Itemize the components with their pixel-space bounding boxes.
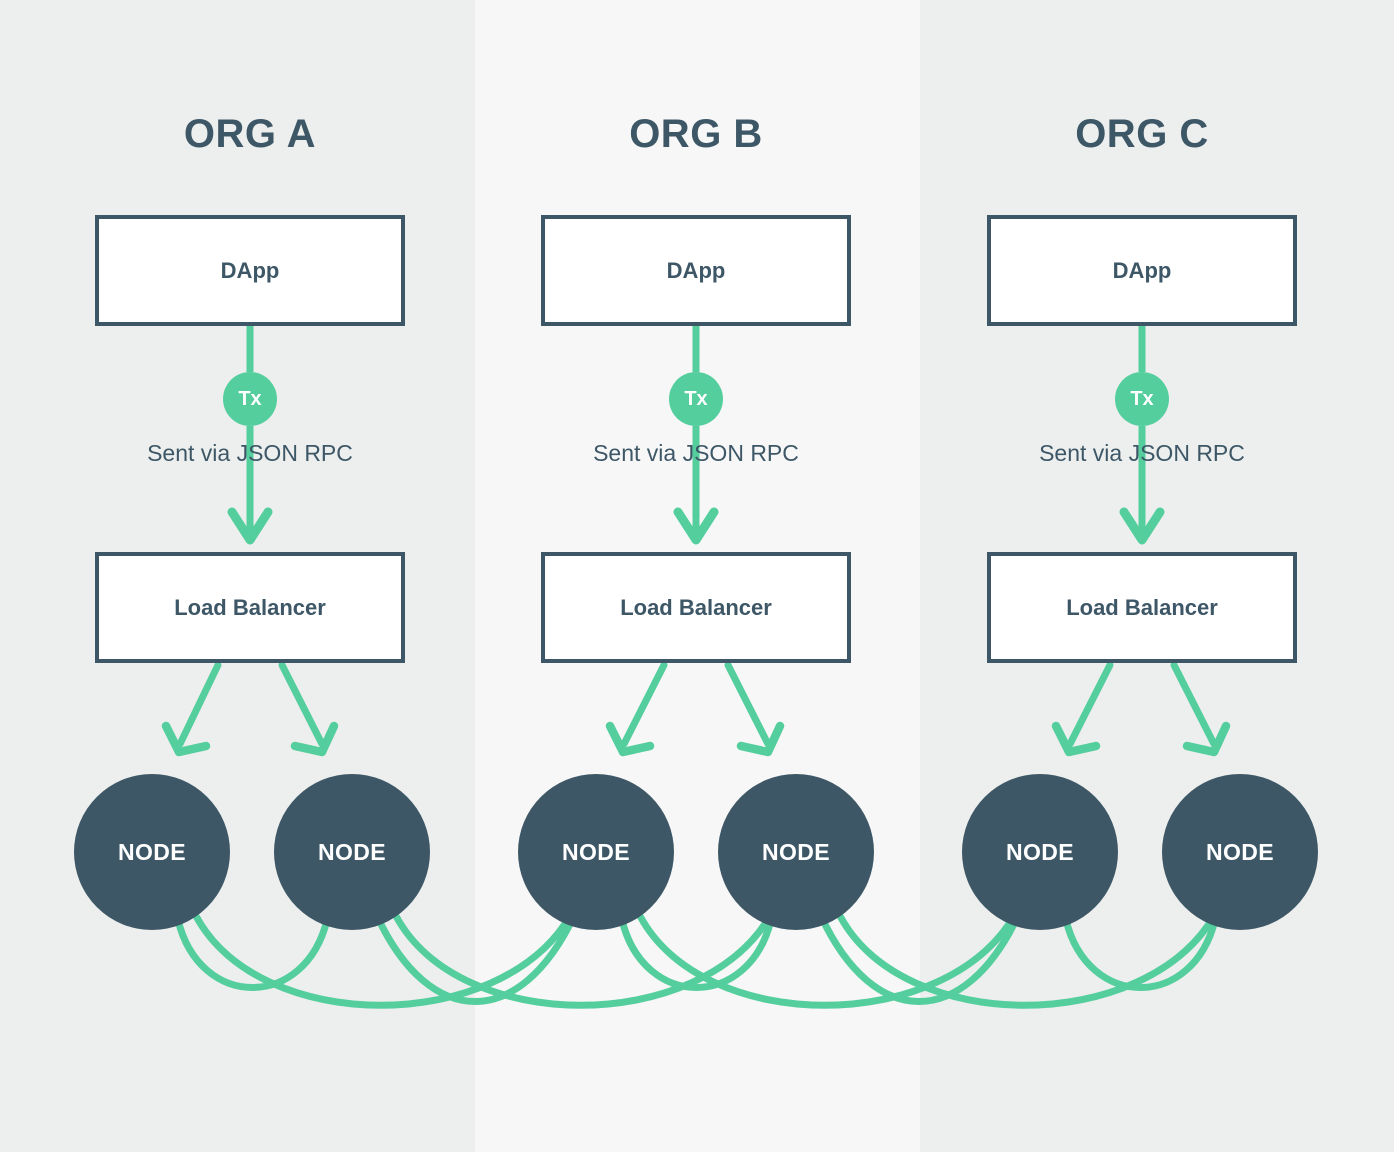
dapp-label: DApp [666, 257, 726, 283]
tx-label: Tx [684, 387, 708, 410]
node-circle-org-a-1[interactable]: NODE [74, 774, 230, 930]
tx-badge-org-a[interactable]: Tx [223, 372, 277, 426]
load-balancer-label: Load Balancer [1066, 594, 1218, 620]
dapp-label: DApp [1112, 257, 1172, 283]
org-title-b: ORG B [629, 112, 763, 156]
rpc-caption-org-b: Sent via JSON RPC [593, 440, 799, 466]
rpc-caption-org-a: Sent via JSON RPC [147, 440, 353, 466]
load-balancer-label: Load Balancer [620, 594, 772, 620]
node-circle-org-c-2[interactable]: NODE [1162, 774, 1318, 930]
dapp-box-org-a[interactable]: DApp [95, 215, 405, 326]
org-title-a: ORG A [183, 112, 317, 156]
rpc-caption-org-c: Sent via JSON RPC [1039, 440, 1245, 466]
load-balancer-box-org-a[interactable]: Load Balancer [95, 552, 405, 663]
node-label: NODE [761, 838, 831, 865]
node-label: NODE [1205, 838, 1275, 865]
node-circle-org-b-2[interactable]: NODE [718, 774, 874, 930]
node-label: NODE [317, 838, 387, 865]
dapp-box-org-c[interactable]: DApp [987, 215, 1297, 326]
org-title-c: ORG C [1075, 112, 1209, 156]
node-circle-org-b-1[interactable]: NODE [518, 774, 674, 930]
node-label: NODE [117, 838, 187, 865]
load-balancer-box-org-c[interactable]: Load Balancer [987, 552, 1297, 663]
dapp-box-org-b[interactable]: DApp [541, 215, 851, 326]
tx-label: Tx [238, 387, 262, 410]
node-label: NODE [1005, 838, 1075, 865]
dapp-label: DApp [220, 257, 280, 283]
node-circle-org-c-1[interactable]: NODE [962, 774, 1118, 930]
tx-badge-org-c[interactable]: Tx [1115, 372, 1169, 426]
node-circle-org-a-2[interactable]: NODE [274, 774, 430, 930]
tx-label: Tx [1130, 387, 1154, 410]
load-balancer-label: Load Balancer [174, 594, 326, 620]
tx-badge-org-b[interactable]: Tx [669, 372, 723, 426]
node-label: NODE [561, 838, 631, 865]
load-balancer-box-org-b[interactable]: Load Balancer [541, 552, 851, 663]
